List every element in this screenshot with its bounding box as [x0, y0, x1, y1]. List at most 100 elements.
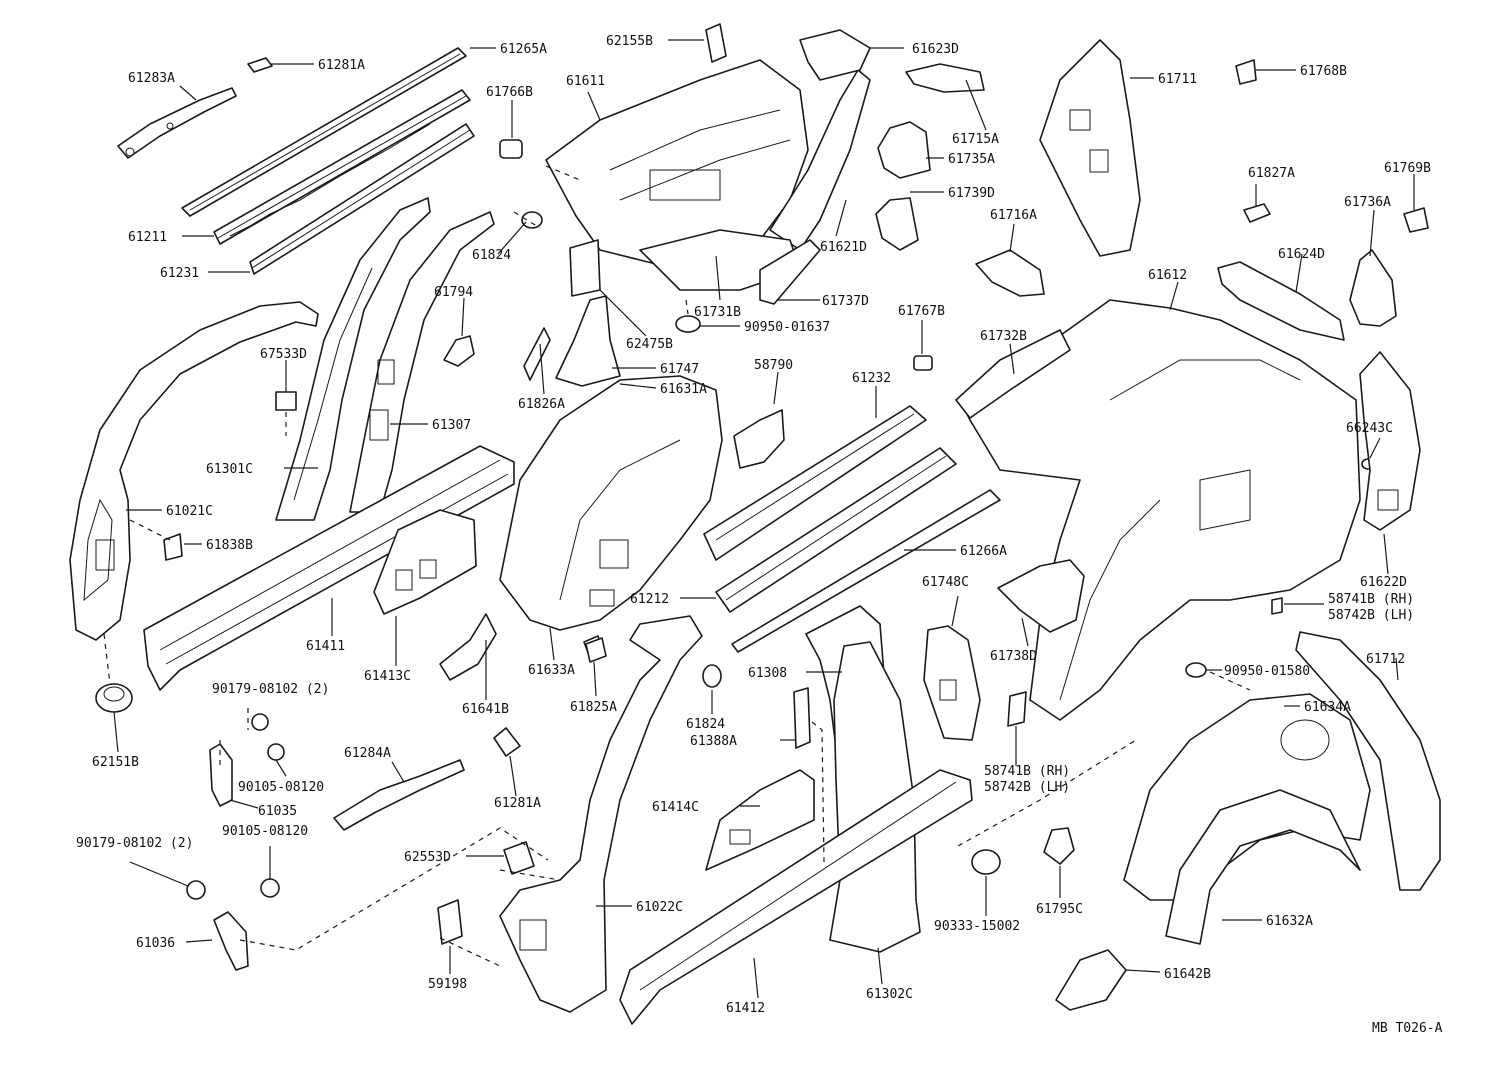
part-61624D — [1217, 261, 1345, 341]
label-62475B: 62475B — [626, 337, 673, 352]
part-61022C — [499, 615, 703, 1013]
label-61739D: 61739D — [948, 186, 995, 201]
part-61622D — [1359, 351, 1421, 531]
label-62151B: 62151B — [92, 755, 139, 770]
label-61232: 61232 — [852, 371, 891, 386]
part-61715A — [905, 63, 985, 93]
label-61738D: 61738D — [990, 649, 1037, 664]
part-90105-08120-top — [267, 743, 285, 761]
part-61266A — [731, 489, 1001, 653]
label-58741B-rh-right: 58741B (RH) — [1328, 592, 1414, 607]
leader-lines — [113, 39, 1415, 999]
part-61634A — [1123, 693, 1371, 901]
part-61388A — [793, 687, 811, 749]
label-61211: 61211 — [128, 230, 167, 245]
part-61739D — [875, 197, 919, 251]
label-61631A: 61631A — [660, 382, 707, 397]
part-62553D — [503, 841, 535, 875]
label-61281A-top: 61281A — [318, 58, 365, 73]
part-61621D — [769, 69, 871, 251]
part-61736A — [1349, 249, 1397, 327]
part-59198 — [437, 899, 463, 945]
label-61307: 61307 — [432, 418, 471, 433]
label-61715A: 61715A — [952, 132, 999, 147]
part-61307 — [349, 211, 495, 513]
part-61232 — [703, 405, 927, 561]
part-61768B — [1235, 59, 1257, 85]
part-61712 — [1295, 631, 1441, 891]
label-61794: 61794 — [434, 285, 473, 300]
part-62475B — [569, 239, 601, 297]
part-61766B — [499, 139, 523, 159]
part-61735A — [877, 121, 931, 179]
part-outlines — [69, 23, 1441, 1025]
label-61308: 61308 — [748, 666, 787, 681]
part-58790 — [733, 409, 785, 469]
part-90105-08120-bottom — [260, 878, 280, 898]
label-58742B-lh-mid: 58742B (LH) — [984, 780, 1070, 795]
part-61732B — [955, 329, 1071, 419]
part-62151B — [95, 683, 133, 713]
label-61411: 61411 — [306, 639, 345, 654]
label-61827A: 61827A — [1248, 166, 1295, 181]
label-61736A: 61736A — [1344, 195, 1391, 210]
label-61716A: 61716A — [990, 208, 1037, 223]
part-62155B — [705, 23, 727, 63]
label-58742B-lh-right: 58742B (LH) — [1328, 608, 1414, 623]
part-61414C — [705, 769, 815, 871]
label-90105-08120-top: 90105-08120 — [238, 780, 324, 795]
part-61769B — [1403, 207, 1429, 233]
label-61266A: 61266A — [960, 544, 1007, 559]
label-61412: 61412 — [726, 1001, 765, 1016]
label-61281A-mid: 61281A — [494, 796, 541, 811]
part-61035 — [209, 743, 233, 807]
label-67533D: 67533D — [260, 347, 307, 362]
part-90950-01580 — [1185, 662, 1207, 678]
label-61731B: 61731B — [694, 305, 741, 320]
label-61712: 61712 — [1366, 652, 1405, 667]
part-61283A — [117, 87, 237, 159]
label-61735A: 61735A — [948, 152, 995, 167]
part-61413C — [373, 509, 477, 615]
label-61611: 61611 — [566, 74, 605, 89]
part-61747 — [555, 295, 621, 387]
label-61641B: 61641B — [462, 702, 509, 717]
label-66243C: 66243C — [1346, 421, 1393, 436]
label-61825A: 61825A — [570, 700, 617, 715]
part-61301C — [275, 197, 431, 521]
part-58741B-58742B-mid — [1007, 691, 1027, 727]
label-61795C: 61795C — [1036, 902, 1083, 917]
part-61824-mid — [702, 664, 722, 688]
label-61748C: 61748C — [922, 575, 969, 590]
label-61022C: 61022C — [636, 900, 683, 915]
label-62155B: 62155B — [606, 34, 653, 49]
label-61768B: 61768B — [1300, 64, 1347, 79]
label-58790: 58790 — [754, 358, 793, 373]
label-90950-01637: 90950-01637 — [744, 320, 830, 335]
label-90105-08120-bottom: 90105-08120 — [222, 824, 308, 839]
label-61021C: 61021C — [166, 504, 213, 519]
part-61748C — [923, 625, 981, 741]
part-61036 — [213, 911, 249, 971]
part-90179-08102-top — [251, 713, 269, 731]
part-61211 — [213, 89, 471, 245]
part-61711 — [1039, 39, 1141, 257]
label-90333-15002: 90333-15002 — [934, 919, 1020, 934]
part-61738D — [997, 559, 1085, 633]
part-61411 — [143, 445, 515, 691]
assembly-lines — [103, 165, 1251, 967]
part-61265A — [181, 47, 467, 217]
label-61838B: 61838B — [206, 538, 253, 553]
label-61036: 61036 — [136, 936, 175, 951]
part-67533D — [275, 391, 297, 411]
label-61642B: 61642B — [1164, 967, 1211, 982]
label-61302C: 61302C — [866, 987, 913, 1002]
label-61634A: 61634A — [1304, 700, 1351, 715]
label-61284A: 61284A — [344, 746, 391, 761]
label-58741B-rh-mid: 58741B (RH) — [984, 764, 1070, 779]
part-61021C — [69, 301, 319, 641]
part-61716A — [975, 249, 1045, 297]
label-61414C: 61414C — [652, 800, 699, 815]
part-61826A — [523, 327, 551, 381]
